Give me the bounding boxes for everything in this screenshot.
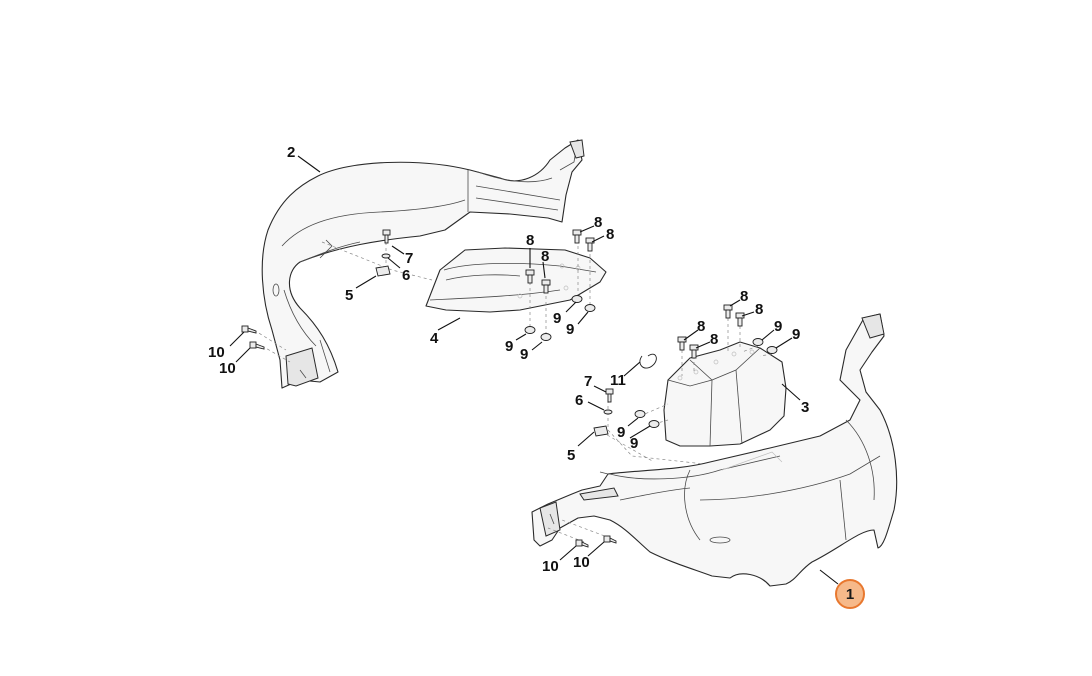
bolt-8-c — [525, 269, 535, 284]
bolt-7-left — [382, 229, 391, 244]
callout-labels: 2 7 6 5 10 10 4 8 8 8 8 9 9 9 9 8 8 8 8 … — [208, 144, 809, 575]
callout-8[interactable]: 8 — [697, 318, 705, 335]
callout-9[interactable]: 9 — [505, 338, 513, 355]
part-4-plate[interactable] — [425, 247, 607, 313]
washer-6-left — [381, 253, 391, 259]
callout-7[interactable]: 7 — [584, 373, 592, 390]
callout-2[interactable]: 2 — [287, 144, 295, 161]
callout-9[interactable]: 9 — [774, 318, 782, 335]
callout-1-highlight[interactable]: 1 — [835, 579, 865, 609]
leader-lines — [229, 155, 839, 585]
screw-10-right-a — [575, 539, 589, 548]
part-1-cowling[interactable] — [531, 313, 898, 587]
clip-5-right — [593, 425, 609, 437]
bolt-8-d — [541, 279, 551, 294]
callout-7[interactable]: 7 — [405, 250, 413, 267]
bolt-8-f — [735, 312, 745, 327]
callout-9[interactable]: 9 — [520, 346, 528, 363]
callout-9[interactable]: 9 — [792, 326, 800, 343]
highlight-circle — [835, 579, 865, 609]
nut-9-a — [571, 295, 583, 303]
callout-10[interactable]: 10 — [573, 554, 590, 571]
callout-8[interactable]: 8 — [541, 248, 549, 265]
callout-1[interactable]: 1 — [846, 586, 854, 603]
part-2-cowling[interactable] — [261, 139, 585, 389]
callout-4[interactable]: 4 — [430, 330, 439, 347]
callout-5[interactable]: 5 — [567, 447, 575, 464]
nut-9-c — [524, 326, 536, 334]
callout-3[interactable]: 3 — [801, 399, 809, 416]
nut-9-g — [634, 410, 646, 418]
part-3-cover[interactable] — [663, 341, 787, 447]
screw-10-left-b — [249, 341, 265, 350]
callout-8[interactable]: 8 — [755, 301, 763, 318]
nut-9-h — [648, 420, 660, 428]
callout-10[interactable]: 10 — [208, 344, 225, 361]
clip-5-left — [375, 265, 391, 277]
callout-9[interactable]: 9 — [617, 424, 625, 441]
bolt-8-g — [677, 336, 687, 351]
screw-10-right-b — [603, 535, 617, 544]
nut-9-d — [540, 333, 552, 341]
callout-8[interactable]: 8 — [740, 288, 748, 305]
callout-9[interactable]: 9 — [553, 310, 561, 327]
callout-6[interactable]: 6 — [575, 392, 583, 409]
bolt-7-right — [605, 388, 614, 403]
screw-10-left-a — [241, 325, 257, 334]
hardware — [241, 229, 778, 548]
nut-9-e — [752, 338, 764, 346]
callout-8[interactable]: 8 — [710, 331, 718, 348]
callout-5[interactable]: 5 — [345, 287, 353, 304]
callout-8[interactable]: 8 — [606, 226, 614, 243]
nut-9-b — [584, 304, 596, 312]
washer-6-right — [603, 409, 613, 415]
bolt-8-b — [585, 237, 595, 252]
callout-8[interactable]: 8 — [526, 232, 534, 249]
callout-8[interactable]: 8 — [594, 214, 602, 231]
ring-11 — [639, 353, 657, 369]
callout-9[interactable]: 9 — [630, 435, 638, 452]
callout-11[interactable]: 11 — [610, 372, 626, 389]
callout-10[interactable]: 10 — [219, 360, 236, 377]
nut-9-f — [766, 346, 778, 354]
bolt-8-e — [723, 304, 733, 319]
callout-9[interactable]: 9 — [566, 321, 574, 338]
callout-10[interactable]: 10 — [542, 558, 559, 575]
callout-6[interactable]: 6 — [402, 267, 410, 284]
bolt-8-a — [572, 229, 582, 244]
